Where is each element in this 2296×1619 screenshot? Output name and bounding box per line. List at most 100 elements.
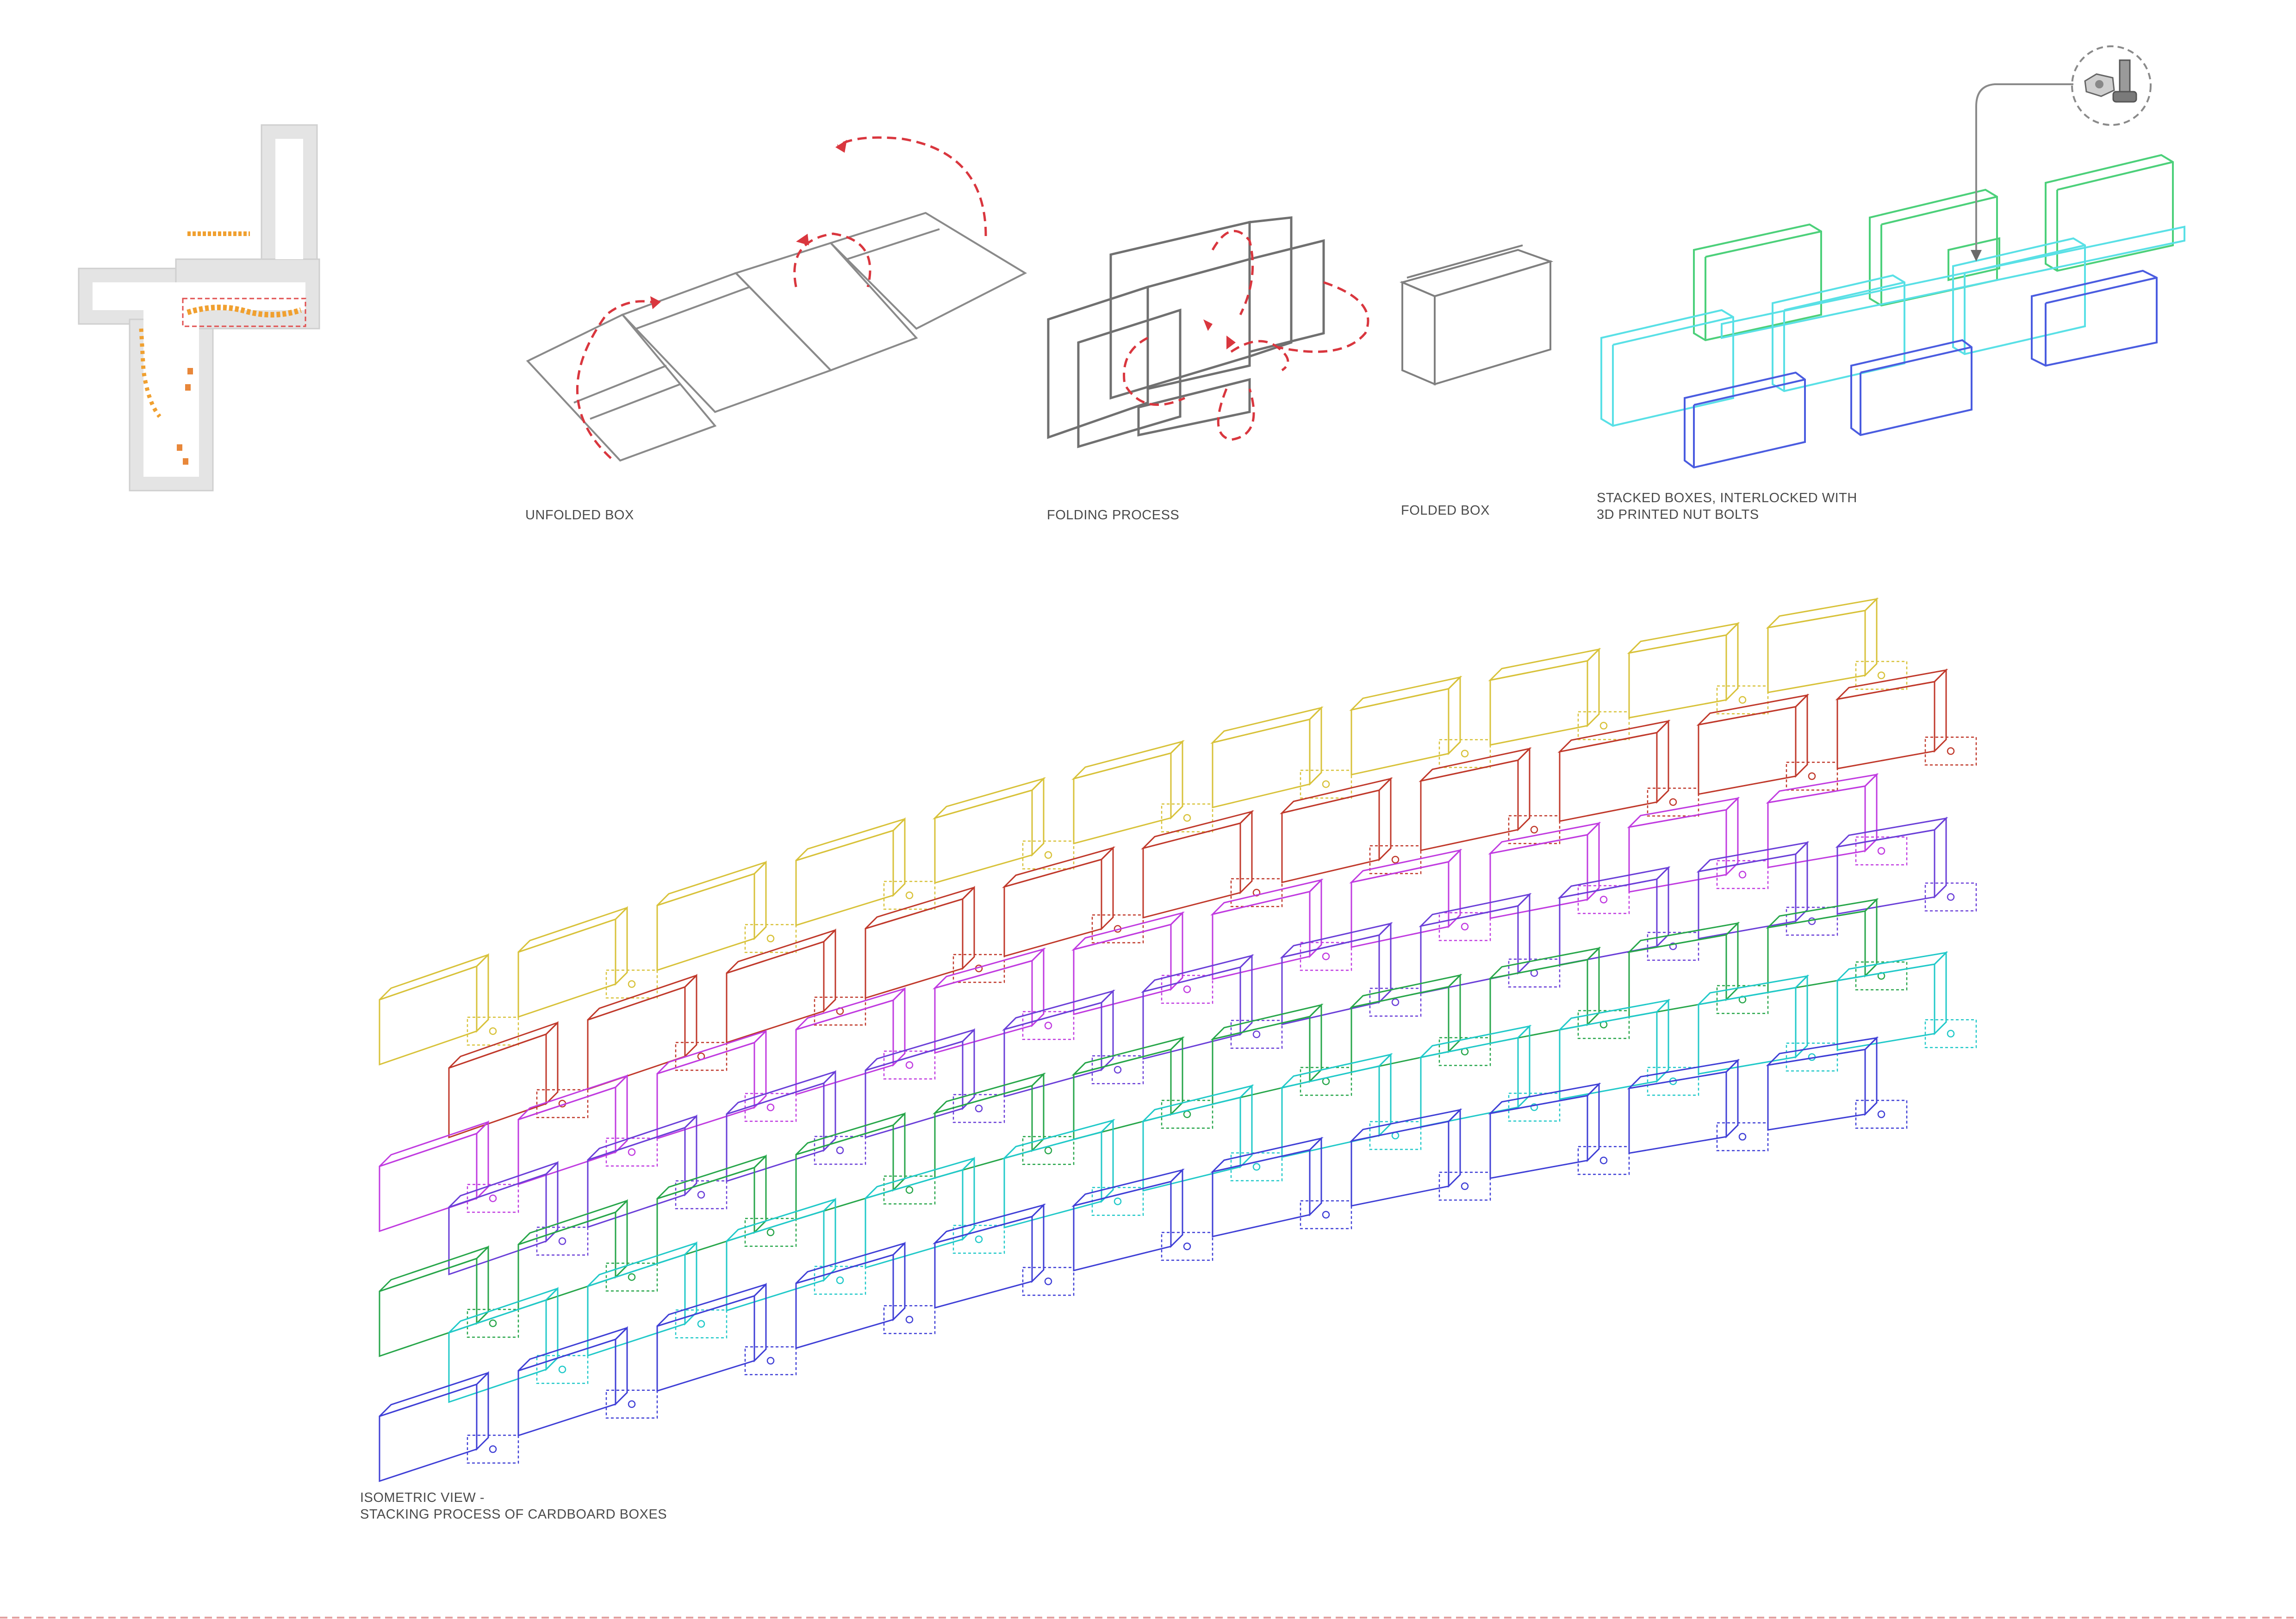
wall-box-side: [615, 1326, 628, 1406]
wall-box-side: [892, 987, 906, 1067]
wall-box-side: [1448, 675, 1461, 755]
caption-isometric-view: ISOMETRIC VIEW -STACKING PROCESS OF CARD…: [360, 1490, 667, 1522]
wall-box-top: [865, 1029, 975, 1071]
folding-arrows: [1123, 230, 1369, 441]
wall-box-side: [684, 1241, 697, 1326]
wall-nut-bolt: [1183, 1110, 1191, 1118]
wall-box-front: [1628, 634, 1727, 719]
wall-box-top: [517, 1075, 628, 1121]
wall-box-interlock: [1924, 882, 1977, 912]
wall-box-interlock: [536, 1089, 589, 1118]
wall-box-interlock: [744, 1346, 797, 1376]
wall-box-top: [656, 1155, 767, 1200]
wall-nut-bolt: [628, 980, 636, 988]
wall-box-top: [1210, 878, 1324, 916]
wall-box-interlock: [1161, 803, 1213, 833]
wall-box-front: [1420, 1037, 1519, 1128]
wall-box-interlock: [814, 996, 866, 1026]
wall-box-top: [517, 1327, 628, 1372]
wall-box-front: [1212, 1149, 1311, 1238]
wall-box-top: [1488, 822, 1601, 855]
wall-nut-bolt: [1947, 893, 1955, 901]
wall-box-front: [379, 1133, 478, 1233]
wall-box-side: [1170, 740, 1183, 820]
wall-box-top: [865, 1158, 975, 1199]
wall-box-interlock: [744, 1218, 797, 1247]
wall-box-side: [1239, 954, 1253, 1036]
wall-nut-bolt: [1877, 671, 1885, 679]
wall-box-side: [1101, 989, 1114, 1071]
wall-box-top: [379, 1121, 489, 1167]
wall-nut-bolt: [489, 1027, 497, 1035]
wall-box-front: [1489, 834, 1588, 919]
wall-box-front: [1073, 1180, 1172, 1271]
wall-nut-bolt: [1599, 1156, 1608, 1164]
wall-nut-bolt: [1738, 871, 1747, 878]
wall-box-interlock: [744, 924, 797, 953]
wall-box-side: [1934, 816, 1947, 899]
wall-box-side: [1517, 747, 1531, 832]
wall-box-front: [448, 1299, 547, 1403]
wall-box-side: [1864, 597, 1878, 677]
wall-nut-bolt: [697, 1191, 705, 1199]
wall-box-top: [795, 818, 906, 861]
wall-box-side: [1031, 1203, 1045, 1283]
plan-highlight-zone: [182, 298, 306, 327]
wall-box-interlock: [1091, 914, 1144, 944]
wall-box-front: [1142, 822, 1241, 919]
wall-box-front: [726, 1082, 825, 1183]
wall-box-interlock: [1300, 769, 1352, 799]
wall-box-side: [615, 906, 628, 986]
wall-box-side: [1864, 772, 1878, 853]
caption-folding-process: FOLDING PROCESS: [1047, 508, 1180, 523]
wall-box-front: [1350, 1121, 1450, 1207]
wall-box-side: [1934, 668, 1947, 753]
wall-nut-bolt: [1808, 772, 1816, 780]
wall-nut-bolt: [1530, 1103, 1538, 1111]
wall-nut-bolt: [905, 1061, 914, 1069]
wall-box-top: [517, 1200, 628, 1245]
wall-box-top: [1627, 797, 1740, 828]
wall-box-interlock: [536, 1227, 589, 1256]
wall-box-interlock: [536, 1355, 589, 1384]
wall-box-front: [1350, 986, 1450, 1073]
wall-box-front: [1420, 759, 1519, 852]
wall-nut-bolt: [628, 1148, 636, 1156]
wall-box-front: [1836, 963, 1935, 1051]
wall-box-side: [615, 1074, 628, 1154]
wall-box-interlock: [1716, 1122, 1769, 1152]
wall-box-front: [1489, 1095, 1588, 1179]
wall-nut-bolt: [1947, 1030, 1955, 1038]
wall-box-top: [1210, 706, 1324, 744]
wall-box-top: [1419, 893, 1532, 928]
wall-box-side: [1378, 777, 1392, 861]
wall-box-side: [962, 885, 975, 971]
wall-box-front: [1559, 878, 1658, 966]
wall-box-side: [1864, 1036, 1878, 1116]
caption-folded-box: FOLDED BOX: [1401, 503, 1490, 518]
wall-box-front: [1212, 1015, 1311, 1105]
wall-box-interlock: [675, 1309, 728, 1339]
wall-nut-bolt: [1114, 1197, 1122, 1205]
wall-nut-bolt: [1669, 798, 1677, 806]
wall-box-front: [1836, 829, 1935, 915]
wall-box-side: [823, 928, 836, 1013]
wall-box-interlock: [1161, 975, 1213, 1004]
wall-nut-bolt: [766, 1357, 775, 1365]
wall-box-top: [1557, 999, 1671, 1031]
wall-box-top: [656, 861, 767, 906]
wall-box-top: [1557, 866, 1671, 899]
wall-nut-bolt: [905, 891, 914, 899]
wall-nut-bolt: [489, 1194, 497, 1202]
wall-nut-bolt: [1599, 722, 1608, 730]
wall-box-side: [1587, 648, 1600, 728]
wall-box-front: [517, 1211, 616, 1310]
wall-nut-bolt: [1252, 1163, 1261, 1171]
wall-box-side: [1795, 841, 1808, 923]
wall-box-top: [1002, 990, 1116, 1031]
wall-box-side: [1656, 719, 1669, 804]
wall-box-front: [656, 1166, 755, 1264]
wall-box-top: [1210, 1137, 1324, 1173]
wall-box-top: [1349, 849, 1462, 884]
wall-box-interlock: [1438, 912, 1491, 941]
